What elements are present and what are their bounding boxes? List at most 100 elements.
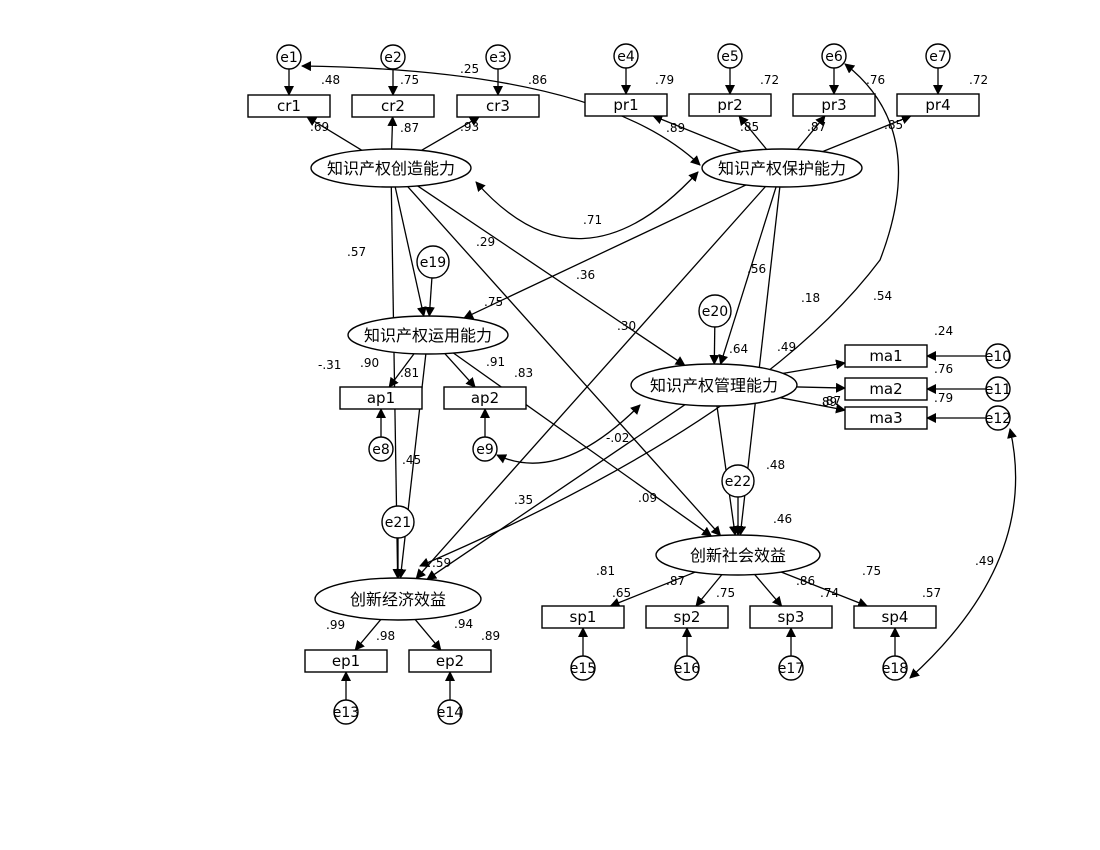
latent-econ: 创新经济效益 — [314, 577, 482, 621]
error-label: e5 — [721, 49, 739, 65]
path-create-to-use — [394, 186, 427, 318]
path-coefficient: .57 — [347, 245, 366, 259]
path-coefficient: .85 — [740, 120, 759, 134]
path-use-to-ap1 — [388, 353, 415, 388]
error-label: e7 — [929, 49, 947, 65]
error-e18: e18 — [882, 655, 908, 681]
path-coefficient: .81 — [400, 366, 419, 380]
path-coefficient: .74 — [820, 586, 839, 600]
path-create-to-social — [407, 186, 722, 537]
indicator-label: pr4 — [925, 96, 950, 114]
indicator-sp3: sp3 — [749, 605, 833, 629]
path-coefficient: .25 — [460, 62, 479, 76]
indicator-ma2: ma2 — [844, 377, 928, 401]
error-e11: e11 — [985, 376, 1011, 402]
path-coefficient: .71 — [583, 213, 602, 227]
indicator-cr3: cr3 — [456, 94, 540, 118]
indicator-label: ep2 — [436, 652, 464, 670]
path-coefficient: .91 — [486, 355, 505, 369]
indicator-label: sp2 — [674, 608, 701, 626]
indicator-label: cr2 — [381, 97, 405, 115]
path-econ-to-ep1 — [354, 619, 382, 651]
path-coefficient: .98 — [376, 629, 395, 643]
indicator-ap1: ap1 — [339, 386, 423, 410]
indicator-label: pr1 — [613, 96, 638, 114]
path-social-to-sp3 — [754, 574, 783, 607]
latent-create: 知识产权创造能力 — [310, 148, 472, 188]
latent-label: 知识产权管理能力 — [650, 376, 778, 395]
path-coefficient: .46 — [773, 512, 792, 526]
path-coefficient: .85 — [884, 118, 903, 132]
indicator-ep1: ep1 — [304, 649, 388, 673]
error-label: e12 — [985, 411, 1011, 427]
covariance-e9-manage — [496, 404, 641, 464]
path-coefficient: .79 — [655, 73, 674, 87]
path-coefficient: .89 — [666, 121, 685, 135]
latent-label: 知识产权保护能力 — [718, 159, 846, 178]
path-coefficient: .83 — [514, 366, 533, 380]
indicator-ma3: ma3 — [844, 406, 928, 430]
path-coefficient: .90 — [360, 356, 379, 370]
error-e3: e3 — [485, 44, 511, 70]
path-coefficient: .75 — [484, 295, 503, 309]
indicator-label: cr1 — [277, 97, 301, 115]
indicator-pr4: pr4 — [896, 93, 980, 117]
indicator-label: ap1 — [367, 389, 395, 407]
error-e10: e10 — [985, 343, 1011, 369]
error-label: e10 — [985, 349, 1011, 365]
latent-label: 创新社会效益 — [690, 546, 786, 565]
indicator-sp2: sp2 — [645, 605, 729, 629]
path-coefficient: .75 — [400, 73, 419, 87]
path-social-to-sp1 — [609, 571, 696, 608]
latent-label: 知识产权运用能力 — [364, 326, 492, 345]
path-coefficient: .89 — [818, 395, 837, 409]
path-coefficient: .09 — [638, 491, 657, 505]
indicator-label: ap2 — [471, 389, 499, 407]
covariance-e6-econ — [419, 63, 900, 568]
path-coefficient: .59 — [432, 556, 451, 570]
latent-use: 知识产权运用能力 — [347, 315, 509, 355]
latent-social: 创新社会效益 — [655, 534, 821, 576]
path-coefficient: .79 — [934, 391, 953, 405]
path-coefficient: .86 — [796, 574, 815, 588]
latent-label: 知识产权创造能力 — [327, 159, 455, 178]
path-coefficient: .75 — [862, 564, 881, 578]
latent-label: 创新经济效益 — [350, 590, 446, 609]
error-e8: e8 — [368, 436, 394, 462]
path-coefficient: .49 — [777, 340, 796, 354]
error-label: e4 — [617, 49, 635, 65]
indicator-ep2: ep2 — [408, 649, 492, 673]
error-label: e14 — [437, 705, 464, 721]
error-e1: e1 — [276, 44, 302, 70]
path-coefficient: .76 — [866, 73, 885, 87]
indicator-pr1: pr1 — [584, 93, 668, 117]
error-label: e6 — [825, 49, 843, 65]
path-coefficient: .87 — [400, 121, 419, 135]
error-e21: e21 — [381, 505, 415, 539]
indicator-label: pr3 — [821, 96, 846, 114]
error-label: e8 — [372, 442, 390, 458]
error-label: e13 — [333, 705, 359, 721]
path-coefficient: .35 — [514, 493, 533, 507]
path-coefficient: -.31 — [318, 358, 341, 372]
indicator-sp1: sp1 — [541, 605, 625, 629]
path-coefficient: .56 — [747, 262, 766, 276]
error-label: e22 — [725, 474, 751, 490]
path-e20-to-manage — [709, 326, 720, 366]
error-e17: e17 — [778, 655, 804, 681]
indicator-label: sp1 — [570, 608, 597, 626]
error-e12: e12 — [985, 405, 1011, 431]
error-e7: e7 — [925, 43, 951, 69]
error-label: e16 — [674, 661, 701, 677]
path-use-to-ap2 — [444, 353, 476, 388]
covariance-create-protect — [475, 171, 699, 240]
path-coefficient: .24 — [934, 324, 953, 338]
path-econ-to-ep2 — [414, 619, 442, 651]
error-e13: e13 — [333, 699, 359, 725]
path-coefficient: .72 — [969, 73, 988, 87]
covariance-e12-e18 — [909, 428, 1017, 679]
error-e5: e5 — [717, 43, 743, 69]
path-create-to-cr2 — [387, 116, 398, 150]
error-e16: e16 — [674, 655, 701, 681]
indicator-pr2: pr2 — [688, 93, 772, 117]
